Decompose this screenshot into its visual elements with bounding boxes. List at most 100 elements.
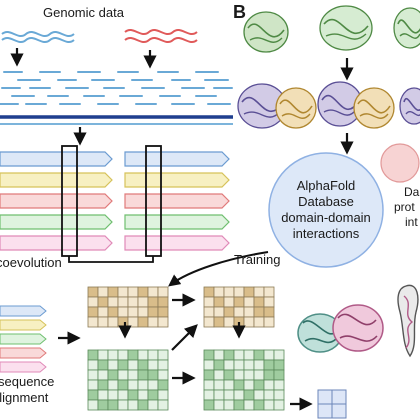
matrix-cell: [87, 359, 99, 371]
matrix-cell: [137, 316, 149, 328]
matrix-cell: [233, 296, 245, 308]
matrix-cell: [243, 399, 255, 411]
matrix-cell: [87, 389, 99, 401]
matrix-cell: [273, 399, 285, 411]
sequence-row-yellow: [124, 172, 230, 188]
matrix-cell: [243, 349, 255, 361]
matrix-cell: [157, 399, 169, 411]
database-line2: Database: [298, 194, 354, 209]
matrix-cell: [213, 379, 225, 391]
mini-alignment: [0, 305, 47, 373]
matrix-cell: [127, 369, 139, 381]
matrix-cell: [253, 399, 265, 411]
matrix-cell: [213, 349, 225, 361]
coevolution-bracket: [68, 256, 154, 263]
matrix-cell: [253, 389, 265, 401]
database-line3: domain-domain: [281, 210, 371, 225]
coupling-matrix-green: [87, 349, 169, 411]
matrix-cell: [203, 286, 215, 298]
matrix-cell: [203, 369, 215, 381]
matrix-cell: [107, 369, 119, 381]
matrix-cell: [263, 286, 275, 298]
matrix-cell: [127, 286, 139, 298]
sequence-row-pink: [0, 235, 113, 251]
output-contact-map: [317, 389, 347, 419]
matrix-cell: [223, 379, 235, 391]
sequence-row-yellow: [0, 172, 113, 188]
matrix-cell: [273, 359, 285, 371]
matrix-cell: [147, 359, 159, 371]
partial-circle-line1: Da: [404, 185, 420, 199]
matrix-cell: [87, 306, 99, 318]
matrix-cell: [107, 349, 119, 361]
training-label: Training: [234, 252, 280, 267]
matrix-cell: [233, 286, 245, 298]
matrix-cell: [223, 349, 235, 361]
matrix-cell: [107, 389, 119, 401]
matrix-cell: [273, 349, 285, 361]
matrix-cell: [137, 369, 149, 381]
matrix-cell: [127, 359, 139, 371]
matrix-cell: [147, 369, 159, 381]
matrix-cell: [97, 379, 109, 391]
matrix-cell: [87, 399, 99, 411]
matrix-cell: [263, 389, 275, 401]
pink-circle: [380, 143, 420, 183]
matrix-cell: [263, 399, 275, 411]
matrix-cell: [147, 296, 159, 308]
matrix-cell: [223, 389, 235, 401]
matrix-cell: [243, 316, 255, 328]
matrix-cell: [233, 389, 245, 401]
matrix-cell: [213, 399, 225, 411]
matrix-cell: [157, 349, 169, 361]
matrix-cell: [107, 399, 119, 411]
matrix-cell: [127, 316, 139, 328]
matrix-cell: [223, 316, 235, 328]
database-line4: interactions: [293, 226, 360, 241]
matrix-cell: [107, 296, 119, 308]
genomic-data-title: Genomic data: [43, 5, 125, 20]
matrix-cell: [117, 379, 129, 391]
diagonal-arrow-icon: [171, 324, 198, 351]
matrix-cell: [87, 296, 99, 308]
matrix-cell: [97, 389, 109, 401]
matrix-cell: [117, 296, 129, 308]
matrix-cell: [233, 306, 245, 318]
matrix-cell: [157, 286, 169, 298]
matrix-cell: [117, 316, 129, 328]
matrix-cell: [263, 379, 275, 391]
matrix-cell: [157, 316, 169, 328]
matrix-cell: [147, 389, 159, 401]
sequence-row-red: [0, 193, 113, 209]
sequence-row-blue: [124, 151, 230, 167]
coevolution-label: coevolution: [0, 255, 62, 270]
matrix-cell: [223, 296, 235, 308]
matrix-cell: [137, 379, 149, 391]
protein-complex-icon: [297, 304, 384, 353]
matrix-cell: [223, 359, 235, 371]
matrix-cell: [203, 316, 215, 328]
matrix-cell: [127, 389, 139, 401]
partial-circle-line2: prot: [394, 200, 415, 214]
matrix-cell: [253, 306, 265, 318]
matrix-cell: [97, 286, 109, 298]
sequence-row-red: [124, 193, 230, 209]
matrix-cell: [137, 286, 149, 298]
matrix-cell: [157, 379, 169, 391]
matrix-cell: [203, 399, 215, 411]
matrix-cell: [213, 306, 225, 318]
matrix-cell: [233, 379, 245, 391]
sequence-row-blue: [0, 151, 113, 167]
matrix-cell: [147, 349, 159, 361]
msa-label-line1: sequence: [0, 374, 54, 389]
matrix-cell: [127, 306, 139, 318]
matrix-cell: [87, 369, 99, 381]
matrix-cell: [243, 359, 255, 371]
protein-structure-icon: [275, 87, 317, 129]
matrix-cell: [203, 379, 215, 391]
matrix-cell: [147, 379, 159, 391]
matrix-cell: [137, 306, 149, 318]
matrix-cell: [253, 286, 265, 298]
sequence-rows: [0, 151, 230, 251]
panel-b-label: B: [233, 2, 246, 22]
